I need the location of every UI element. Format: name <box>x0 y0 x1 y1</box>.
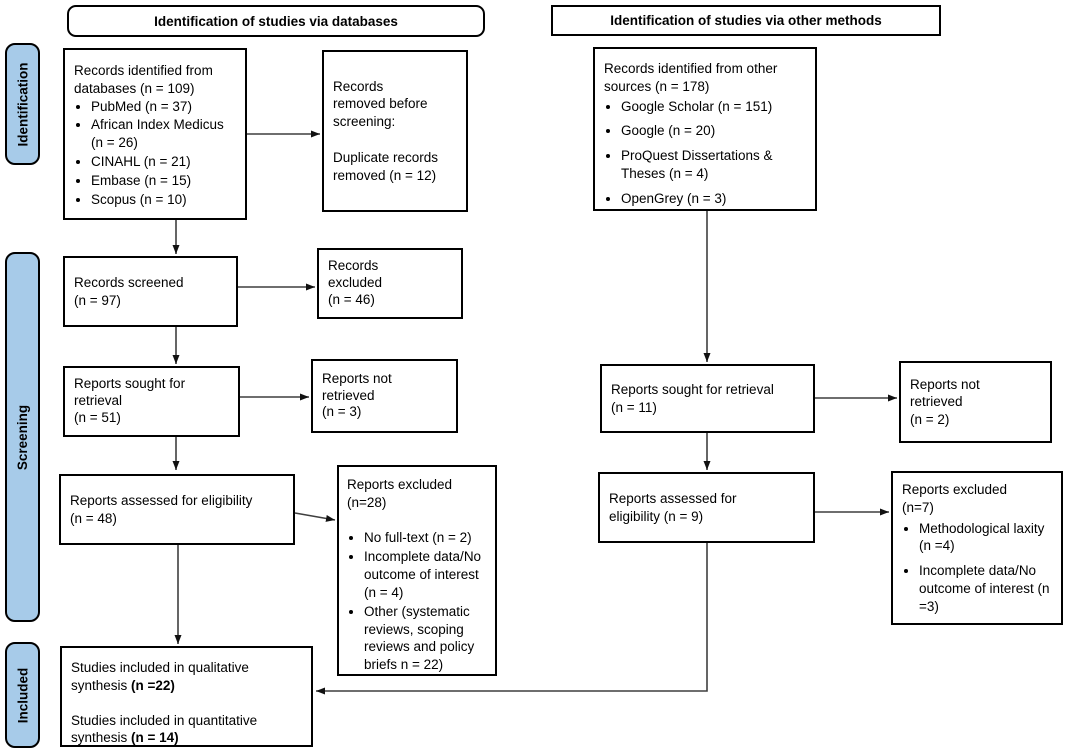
box-studies-included: Studies included in qualitative synthesi… <box>60 646 313 747</box>
box-reports-excluded-other-list: Methodological laxity (n =4)Incomplete d… <box>902 520 1052 616</box>
box-reports-excluded-other: Reports excluded(n=7) Methodological lax… <box>891 471 1063 625</box>
studies-included-qualitative-text: Studies included in qualitative synthesi… <box>71 660 249 693</box>
studies-included-qualitative-n: (n =22) <box>131 677 175 693</box>
header-databases: Identification of studies via databases <box>67 5 485 37</box>
studies-included-qualitative: Studies included in qualitative synthesi… <box>71 659 302 695</box>
box-reports-assessed-db-text: Reports assessed for eligibility(n = 48) <box>70 492 253 526</box>
box-reports-excluded-db-title: Reports excluded(n=28) <box>347 477 453 510</box>
header-other-methods-label: Identification of studies via other meth… <box>610 13 882 28</box>
paragraph-gap <box>71 695 302 712</box>
box-reports-excluded-other-title: Reports excluded(n=7) <box>902 482 1008 515</box>
box-records-screened: Records screened(n = 97) <box>63 256 238 327</box>
box-reports-assessed-db: Reports assessed for eligibility(n = 48) <box>59 474 295 545</box>
box-records-identified-other-list: Google Scholar (n = 151)Google (n = 20)P… <box>604 98 806 208</box>
header-other-methods: Identification of studies via other meth… <box>551 5 941 36</box>
studies-included-quantitative-n: (n = 14) <box>131 730 179 746</box>
phase-label-included: Included <box>5 642 40 748</box>
box-reports-sought-other-text: Reports sought for retrieval(n = 11) <box>611 381 774 415</box>
box-records-identified-databases-list: PubMed (n = 37)African Index Medicus (n … <box>74 98 236 209</box>
box-reports-excluded-db-list: No full-text (n = 2)Incomplete data/No o… <box>347 529 487 674</box>
box-reports-sought-other: Reports sought for retrieval(n = 11) <box>600 364 815 433</box>
arrow-assessed-to-excluded-db <box>294 512 336 522</box>
studies-included-quantitative: Studies included in quantitative synthes… <box>71 712 302 748</box>
studies-included-quantitative-text: Studies included in quantitative synthes… <box>71 712 258 746</box>
phase-label-identification: Identification <box>5 43 40 165</box>
phase-label-screening-text: Screening <box>15 404 30 470</box>
header-databases-label: Identification of studies via databases <box>154 13 398 29</box>
phase-label-included-text: Included <box>15 667 31 723</box>
phase-label-identification-text: Identification <box>15 62 30 146</box>
phase-label-screening: Screening <box>5 252 40 622</box>
box-records-screened-text: Records screened(n = 97) <box>74 274 184 308</box>
box-reports-excluded-db: Reports excluded(n=28) No full-text (n =… <box>337 465 497 676</box>
